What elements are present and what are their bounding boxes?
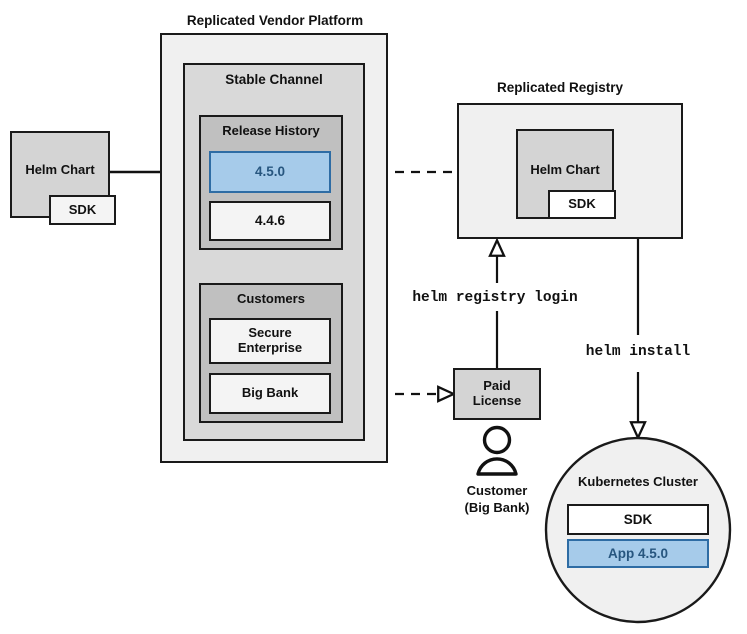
customer-item-secure-enterprise[interactable]: Secure Enterprise [209, 318, 331, 364]
registry-sdk-box: SDK [548, 190, 616, 219]
release-version-label: 4.4.6 [254, 213, 286, 229]
customer-actor-label-line2: (Big Bank) [464, 500, 530, 515]
kubernetes-cluster-label: Kubernetes Cluster [578, 474, 698, 489]
cluster-app-label: App 4.5.0 [607, 545, 669, 561]
helm-chart-source-sdk-label: SDK [68, 201, 97, 217]
paid-license-box: Paid License [453, 368, 541, 420]
customer-name-label: Big Bank [241, 385, 299, 401]
command-helm-install: helm install [585, 344, 691, 360]
page-title-vendor-platform: Replicated Vendor Platform [186, 13, 364, 28]
release-item-4-4-6[interactable]: 4.4.6 [209, 201, 331, 241]
page-title-registry: Replicated Registry [496, 80, 624, 95]
release-history-label: Release History [222, 123, 320, 138]
helm-chart-source-label: Helm Chart [25, 162, 95, 177]
customer-actor-label-line1: Customer [466, 483, 528, 498]
registry-helm-chart-label: Helm Chart [530, 162, 600, 177]
paid-license-label: Paid License [472, 378, 522, 408]
person-icon [476, 425, 518, 476]
command-helm-registry-login: helm registry login [412, 290, 578, 306]
customer-name-label: Secure Enterprise [237, 325, 303, 355]
registry-sdk-label: SDK [568, 196, 596, 212]
release-version-label: 4.5.0 [254, 164, 286, 180]
customers-label: Customers [237, 291, 305, 306]
release-item-4-5-0[interactable]: 4.5.0 [209, 151, 331, 193]
cluster-app-box: App 4.5.0 [567, 539, 709, 568]
helm-chart-source-sdk-box: SDK [49, 195, 116, 225]
cluster-sdk-label: SDK [623, 511, 653, 527]
stable-channel-label: Stable Channel [225, 72, 323, 87]
customer-item-big-bank[interactable]: Big Bank [209, 373, 331, 414]
cluster-sdk-box: SDK [567, 504, 709, 535]
